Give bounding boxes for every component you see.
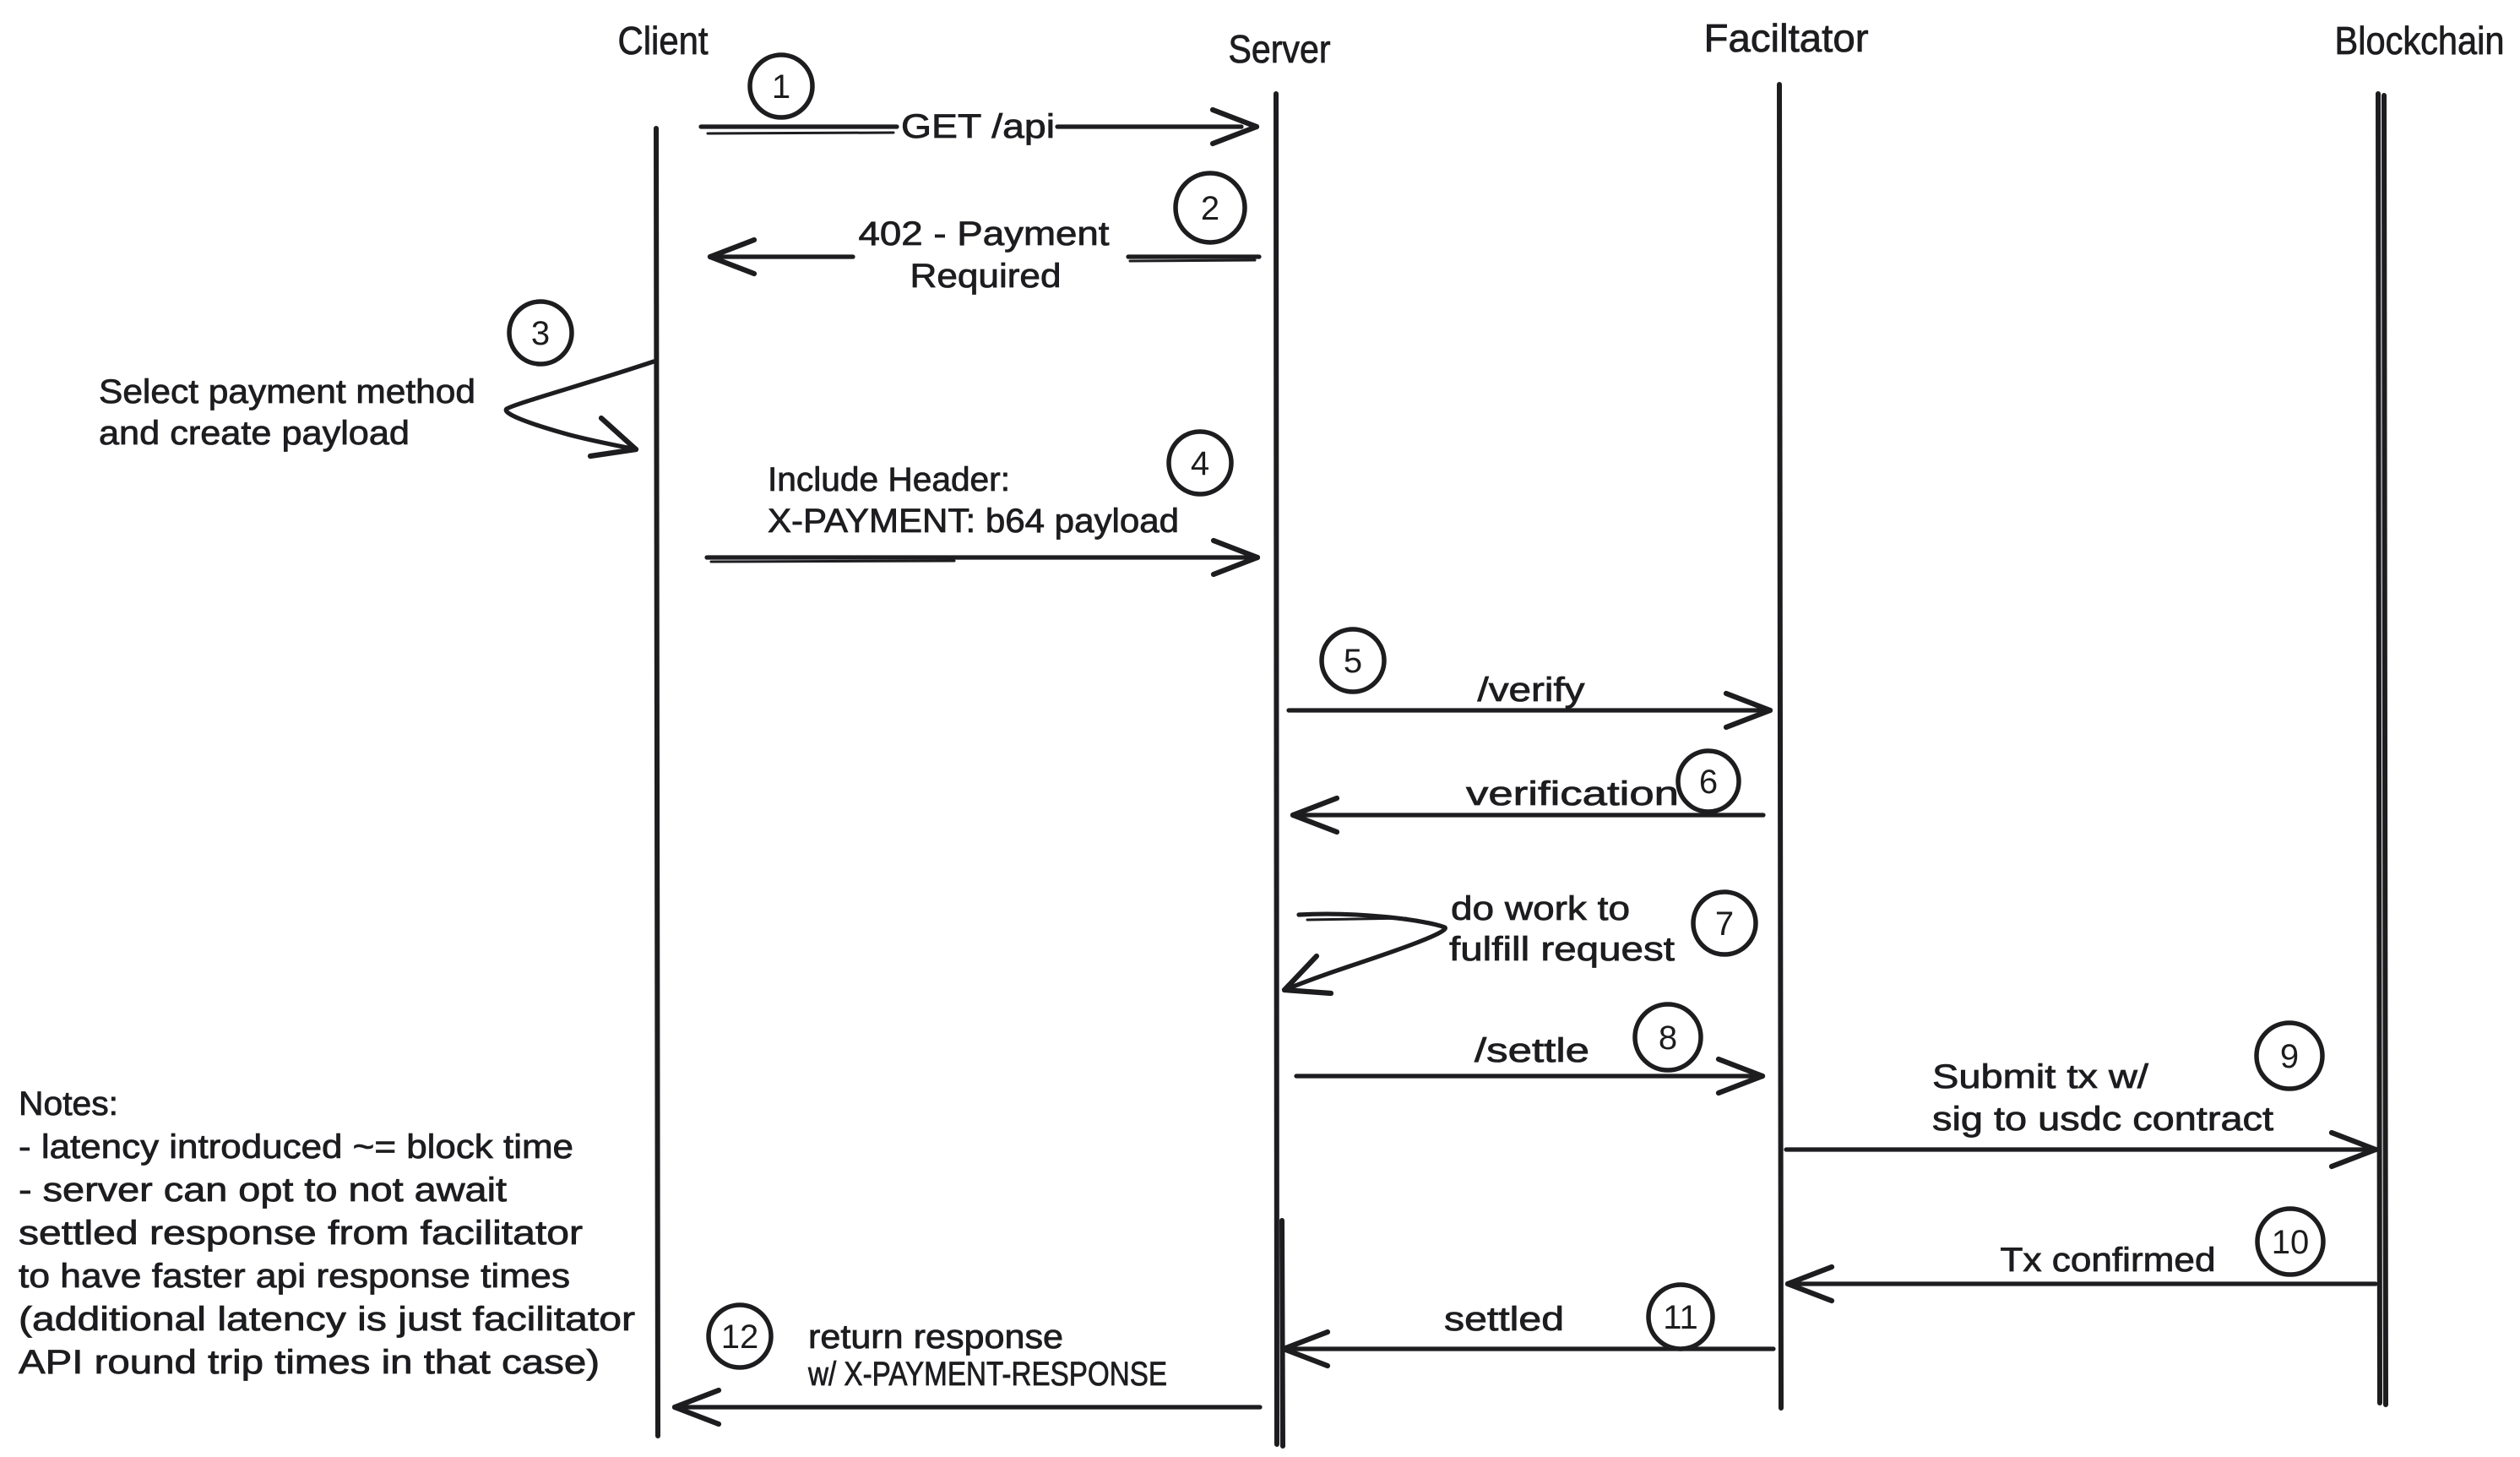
svg-text:Blockchain: Blockchain bbox=[2335, 19, 2505, 63]
svg-text:fulfill request: fulfill request bbox=[1449, 931, 1675, 968]
svg-text:12: 12 bbox=[721, 1318, 759, 1356]
svg-text:verification: verification bbox=[1466, 775, 1679, 813]
svg-text:to have faster api response ti: to have faster api response times bbox=[19, 1258, 570, 1295]
svg-text:Server: Server bbox=[1229, 27, 1331, 71]
svg-text:Notes:: Notes: bbox=[19, 1085, 118, 1123]
svg-text:Client: Client bbox=[618, 19, 709, 63]
svg-text:settled: settled bbox=[1444, 1301, 1564, 1338]
svg-text:Include Header:: Include Header: bbox=[768, 461, 1010, 498]
svg-text:2: 2 bbox=[1201, 190, 1219, 227]
svg-text:7: 7 bbox=[1715, 905, 1734, 943]
svg-text:settled response from facilita: settled response from facilitator bbox=[19, 1215, 583, 1252]
svg-text:8: 8 bbox=[1659, 1019, 1677, 1057]
svg-text:4: 4 bbox=[1191, 445, 1209, 482]
svg-text:402 - Payment: 402 - Payment bbox=[859, 215, 1110, 253]
svg-text:3: 3 bbox=[531, 315, 550, 352]
svg-text:- latency introduced ~= block: - latency introduced ~= block time bbox=[19, 1128, 573, 1166]
svg-text:Submit tx w/: Submit tx w/ bbox=[1932, 1058, 2149, 1095]
svg-text:API round trip times in that c: API round trip times in that case) bbox=[19, 1344, 600, 1381]
svg-text:Tx confirmed: Tx confirmed bbox=[2001, 1242, 2216, 1279]
svg-text:(additional latency is just fa: (additional latency is just facilitator bbox=[19, 1301, 635, 1338]
svg-text:return response: return response bbox=[808, 1318, 1063, 1356]
svg-text:Select payment method: Select payment method bbox=[99, 373, 475, 410]
svg-text:10: 10 bbox=[2272, 1224, 2310, 1261]
svg-text:9: 9 bbox=[2280, 1038, 2299, 1075]
svg-text:5: 5 bbox=[1344, 643, 1362, 680]
svg-text:6: 6 bbox=[1699, 764, 1718, 801]
svg-text:/verify: /verify bbox=[1478, 671, 1585, 709]
svg-text:/settle: /settle bbox=[1475, 1032, 1589, 1069]
svg-text:do work to: do work to bbox=[1451, 890, 1630, 927]
svg-text:sig to usdc contract: sig to usdc contract bbox=[1932, 1101, 2273, 1138]
svg-text:- server can opt to not await: - server can opt to not await bbox=[19, 1172, 507, 1209]
svg-text:1: 1 bbox=[772, 68, 790, 106]
svg-text:Required: Required bbox=[910, 258, 1062, 295]
svg-text:and create payload: and create payload bbox=[99, 415, 410, 452]
svg-text:w/ X-PAYMENT-RESPONSE: w/ X-PAYMENT-RESPONSE bbox=[807, 1356, 1167, 1393]
svg-text:GET /api: GET /api bbox=[901, 108, 1055, 145]
svg-text:X-PAYMENT: b64 payload: X-PAYMENT: b64 payload bbox=[768, 503, 1179, 540]
svg-text:Faciltator: Faciltator bbox=[1704, 16, 1869, 60]
svg-text:11: 11 bbox=[1663, 1299, 1698, 1336]
